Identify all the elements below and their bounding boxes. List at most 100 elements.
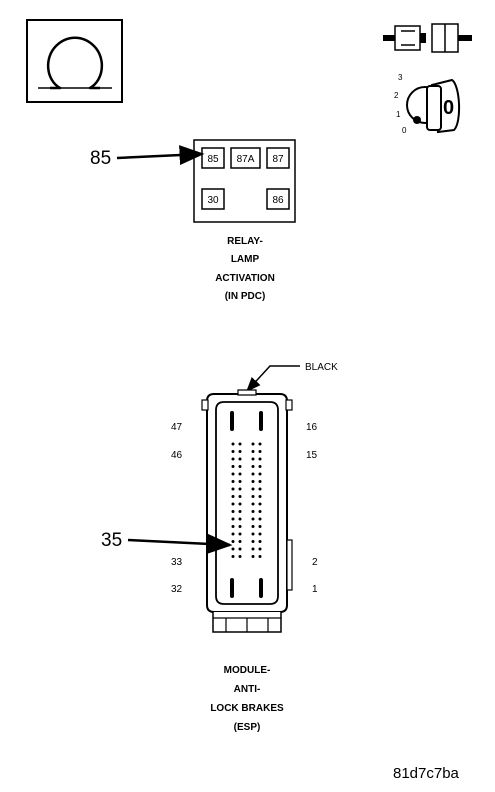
pin-cavity-dot [258,547,262,551]
pin-cavity-dot [238,450,242,453]
pin-label-33: 33 [171,557,183,568]
connector-cavity [215,401,279,605]
pin-label-32: 32 [171,584,183,595]
pin-cavity-dot [258,457,262,461]
pin-cavity-dot [258,472,262,476]
svg-text:87A: 87A [237,154,255,165]
relay-pin-87: 87 [266,147,290,169]
relay-caption-line-3: ACTIVATION [215,273,275,284]
pin-cavity-dot [238,502,242,506]
wire-color-label: BLACK [305,362,338,373]
pin-cavity-dot [238,540,242,543]
svg-text:30: 30 [207,195,219,206]
pin-label-2: 2 [312,557,318,568]
pin-cavity-dot [231,525,235,528]
pin-cavity-dot [238,487,242,491]
pin-cavity-dot [251,510,255,513]
pin-cavity-dot [258,480,262,483]
pin-cavity-dot [238,555,242,558]
pin-cavity-dot [251,525,255,528]
relay-pin-87a: 87A [230,147,261,169]
connector-housing [206,393,288,613]
ignition-position-1: 1 [396,110,401,119]
pin-cavity-dot [238,472,242,476]
pin-cavity-dot [258,517,262,521]
pin-cavity-dot [238,457,242,461]
pin-cavity-dot [238,465,242,468]
pin-cavity-dot [231,472,235,476]
relay-pin-85: 85 [201,147,225,169]
relay-callout-label: 85 [90,148,111,169]
large-terminal [230,411,234,431]
pin-label-16: 16 [306,422,318,433]
pin-cavity-dot [251,487,255,491]
relay-callout-arrow [116,145,205,166]
pin-cavity-dot [251,450,255,453]
pin-cavity-dot [251,465,255,468]
module-caption-line-1: MODULE- [224,665,271,676]
pin-cavity-dot [251,502,255,506]
disconnected-connector-icon [383,23,472,53]
pin-cavity-dot [238,547,242,551]
pin-cavity-dot [258,532,262,536]
large-terminal [259,411,263,431]
ignition-position-0: 0 [402,126,407,135]
pin-cavity-dot [251,457,255,461]
pin-label-46: 46 [171,450,183,461]
pin-cavity-dot [231,555,235,558]
abs-module-connector: BLACK 47 46 33 32 16 15 2 1 35 [101,362,338,733]
pin-cavity-dot [238,495,242,498]
relay-caption-line-4: (IN PDC) [225,291,266,302]
svg-text:86: 86 [272,195,284,206]
wire-color-leader [245,365,300,393]
pin-cavity-dot [231,480,235,483]
pin-cavity-dot [251,442,255,446]
pin-cavity-dot [231,457,235,461]
pin-cavity-dot [238,442,242,446]
pin-cavity-dot [258,442,262,446]
pin-cavity-dot [231,487,235,491]
pin-cavity-dot [251,540,255,543]
pin-cavity-dot [258,495,262,498]
pin-cavity-dot [238,532,242,536]
relay-caption-line-1: RELAY- [227,236,263,247]
pin-cavity-dot [258,525,262,528]
ignition-position-2: 2 [394,91,399,100]
pin-cavity-dot [258,487,262,491]
ohmmeter-symbol [26,19,123,103]
ignition-key-label: 0 [443,97,454,119]
pin-cavity-dot [231,450,235,453]
pin-cavity-dot [231,465,235,468]
pin-cavity-dot [258,450,262,453]
pin-cavity-dot [231,442,235,446]
pin-label-15: 15 [306,450,318,461]
omega-symbol-icon [38,36,112,90]
pin-cavity-dot [231,510,235,513]
pin-cavity-dot [251,517,255,521]
figure-id: 81d7c7ba [393,765,460,782]
svg-text:87: 87 [272,154,284,165]
pin-cavity-dot [258,510,262,513]
pin-cavity-dot [258,465,262,468]
module-callout-label: 35 [101,530,122,551]
svg-text:85: 85 [207,154,219,165]
module-caption-line-3: LOCK BRAKES [210,703,284,714]
pin-cavity-dot [238,510,242,513]
pin-cavity-dot [251,532,255,536]
relay-caption-line-2: LAMP [231,254,260,265]
pin-cavity-dot [238,480,242,483]
pin-cavity-dot [238,517,242,521]
pin-label-47: 47 [171,422,183,433]
relay-pin-86: 86 [266,188,290,210]
pin-cavity-dot [251,480,255,483]
ignition-position-3: 3 [398,73,403,82]
pin-cavity-dot [258,540,262,543]
relay-pin-30: 30 [201,188,225,210]
pin-cavity-dot [231,532,235,536]
module-caption-line-2: ANTI- [234,684,261,695]
pin-cavity-dot [231,495,235,498]
relay-lamp-activation: 85 87A 87 30 86 85 RELAY- LAMP ACTIVATIO… [90,139,296,302]
pin-label-1: 1 [312,584,318,595]
module-callout-arrow [127,533,233,554]
